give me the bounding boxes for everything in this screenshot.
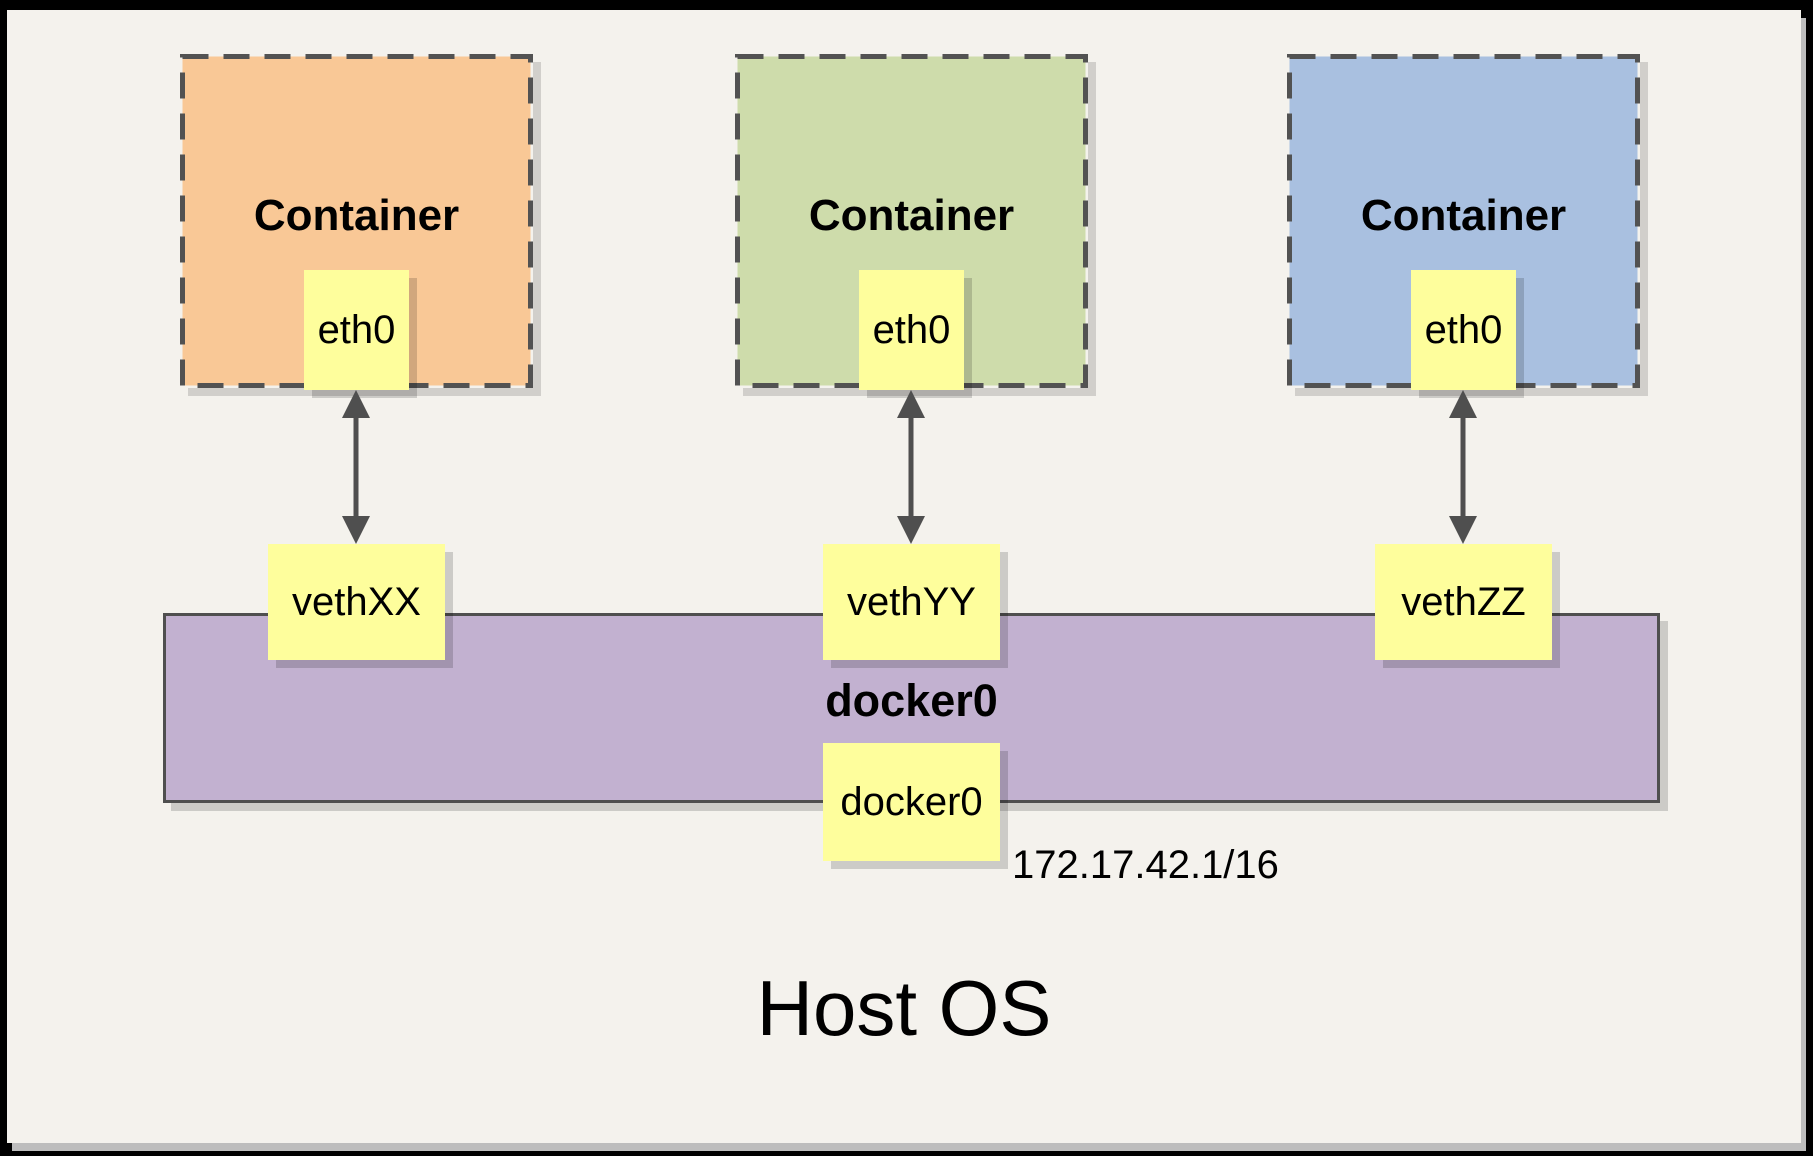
bidirectional-arrow-icon xyxy=(342,390,370,544)
docker0-interface-box: docker0 xyxy=(823,743,1000,861)
host-os-label: Host OS xyxy=(756,964,1052,1052)
container-label: Container xyxy=(1360,191,1567,240)
eth0-interface-box: eth0 xyxy=(304,270,409,390)
container-box-3: Container eth0 xyxy=(1287,54,1640,390)
container-box-2: Container eth0 xyxy=(735,54,1088,390)
bidirectional-arrow-icon xyxy=(1449,390,1477,544)
container-label: Container xyxy=(808,191,1015,240)
vethZZ-interface-box: vethZZ xyxy=(1375,544,1552,660)
diagram-canvas: Container eth0 Container eth0 Container … xyxy=(7,10,1801,1143)
docker0-bridge-label: docker0 xyxy=(825,675,998,726)
eth0-interface-box: eth0 xyxy=(859,270,964,390)
container-label: Container xyxy=(253,191,460,240)
vethXX-interface-box: vethXX xyxy=(268,544,445,660)
bidirectional-arrow-icon xyxy=(897,390,925,544)
vethYY-interface-box: vethYY xyxy=(823,544,1000,660)
eth0-interface-box: eth0 xyxy=(1411,270,1516,390)
bridge-ip-address: 172.17.42.1/16 xyxy=(1012,843,1279,887)
container-box-1: Container eth0 xyxy=(180,54,533,390)
